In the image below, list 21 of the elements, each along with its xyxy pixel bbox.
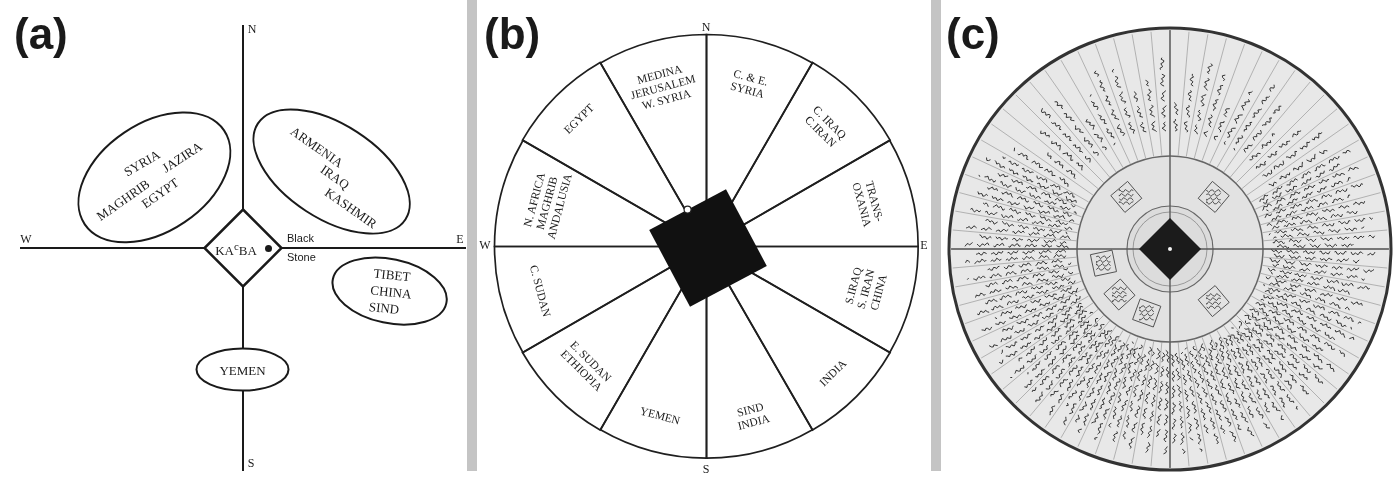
panel-letter: (a) xyxy=(14,12,68,56)
panel-letter: (b) xyxy=(484,12,541,56)
compass-letter: W xyxy=(20,233,32,245)
region-name: SIND xyxy=(368,299,400,317)
kaaba-label: KA$^{c}$BA xyxy=(215,240,257,258)
panel-letter: (c) xyxy=(946,12,1000,56)
region-name: C. SUDAN xyxy=(526,263,553,318)
region-name: TIBET xyxy=(373,266,411,284)
region-name: TRANS- OXANIA xyxy=(849,178,888,230)
region-name: C. & E. SYRIA xyxy=(728,65,771,102)
compass-letter: E xyxy=(920,239,928,251)
region-name: CHINA xyxy=(369,283,413,301)
compass-letter: N xyxy=(701,21,711,33)
compass-letter: N xyxy=(247,23,257,35)
region-name: YEMEN xyxy=(219,363,266,376)
compass-letter: W xyxy=(479,239,491,251)
compass-letter: S xyxy=(702,463,710,475)
compass-letter: E xyxy=(456,233,464,245)
compass-letter: S xyxy=(247,457,255,469)
region-name: YEMEN xyxy=(639,404,682,428)
dot-caption: Black Stone xyxy=(287,231,316,265)
